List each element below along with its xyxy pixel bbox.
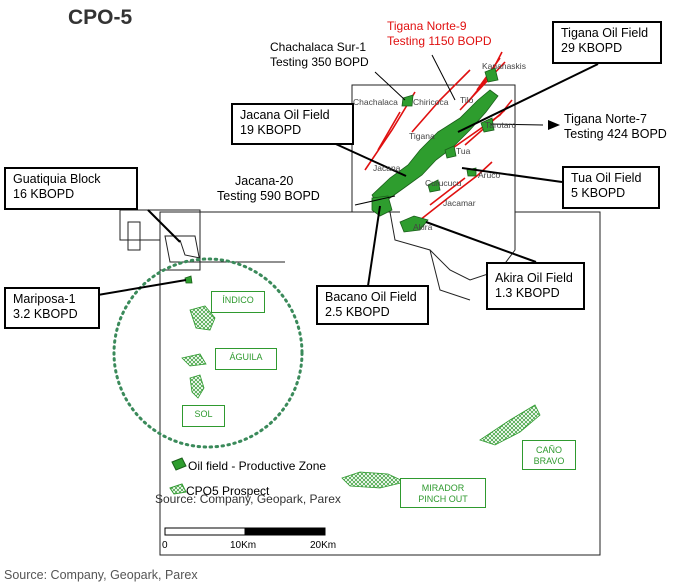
tilo-label: Tilo <box>460 95 474 105</box>
legend-oil-swatch <box>171 457 187 471</box>
kananaskis-field <box>484 67 499 83</box>
akira-label: Akira <box>413 222 433 232</box>
kananaskis-label: Kananaskis <box>482 61 526 71</box>
tarotaro-field <box>480 117 495 133</box>
chachalaca-label: Chachalaca <box>353 97 398 107</box>
scale-label-20: 20Km <box>310 540 337 551</box>
scale-label-0: 0 <box>162 540 168 551</box>
chiricoca-label: Chiricoca <box>413 97 449 107</box>
prospect-areas <box>181 305 541 489</box>
oil-fields <box>184 67 499 284</box>
jacamar-label: Jacamar <box>443 198 476 208</box>
tigana-jacana-field <box>371 89 499 207</box>
jacana-label: Jacana <box>373 163 401 173</box>
cpo5-block-outline <box>159 84 601 556</box>
aguila-prospect-box: ÁGUILA <box>215 348 277 370</box>
source-caption: Source: Company, Geopark, Parex <box>4 568 198 582</box>
mariposa-field <box>184 275 193 284</box>
aruco-label: Aruco <box>478 170 501 180</box>
map-title: CPO-5 <box>68 6 133 29</box>
tigana-label: Tigana <box>409 131 435 141</box>
scale-bar <box>164 527 326 536</box>
legend-prospect-text: CPO5 Prospect <box>186 484 270 498</box>
tua-field <box>444 145 457 159</box>
bacano-field <box>371 195 393 217</box>
akira-field <box>399 215 429 233</box>
legend-oil-field-text: Oil field - Productive Zone <box>188 459 327 473</box>
scale-label-10: 10Km <box>230 540 257 551</box>
legend-prospect-swatch <box>169 483 187 495</box>
prospect-cluster-circle <box>112 257 304 449</box>
tua-label: Tua <box>456 146 471 156</box>
legend-source-text: Source: Company, Geopark, Parex <box>155 492 341 506</box>
guatiquia-block-outline <box>119 209 201 271</box>
curucucu-label: Curucucu <box>425 178 462 188</box>
sol-prospect-box: SOL <box>182 405 225 427</box>
curucucu-field <box>427 179 441 193</box>
indico-prospect-box: ÍNDICO <box>211 291 265 313</box>
tarotaro-label: Tarotaro <box>485 120 517 130</box>
chachalaca-field <box>401 94 414 107</box>
